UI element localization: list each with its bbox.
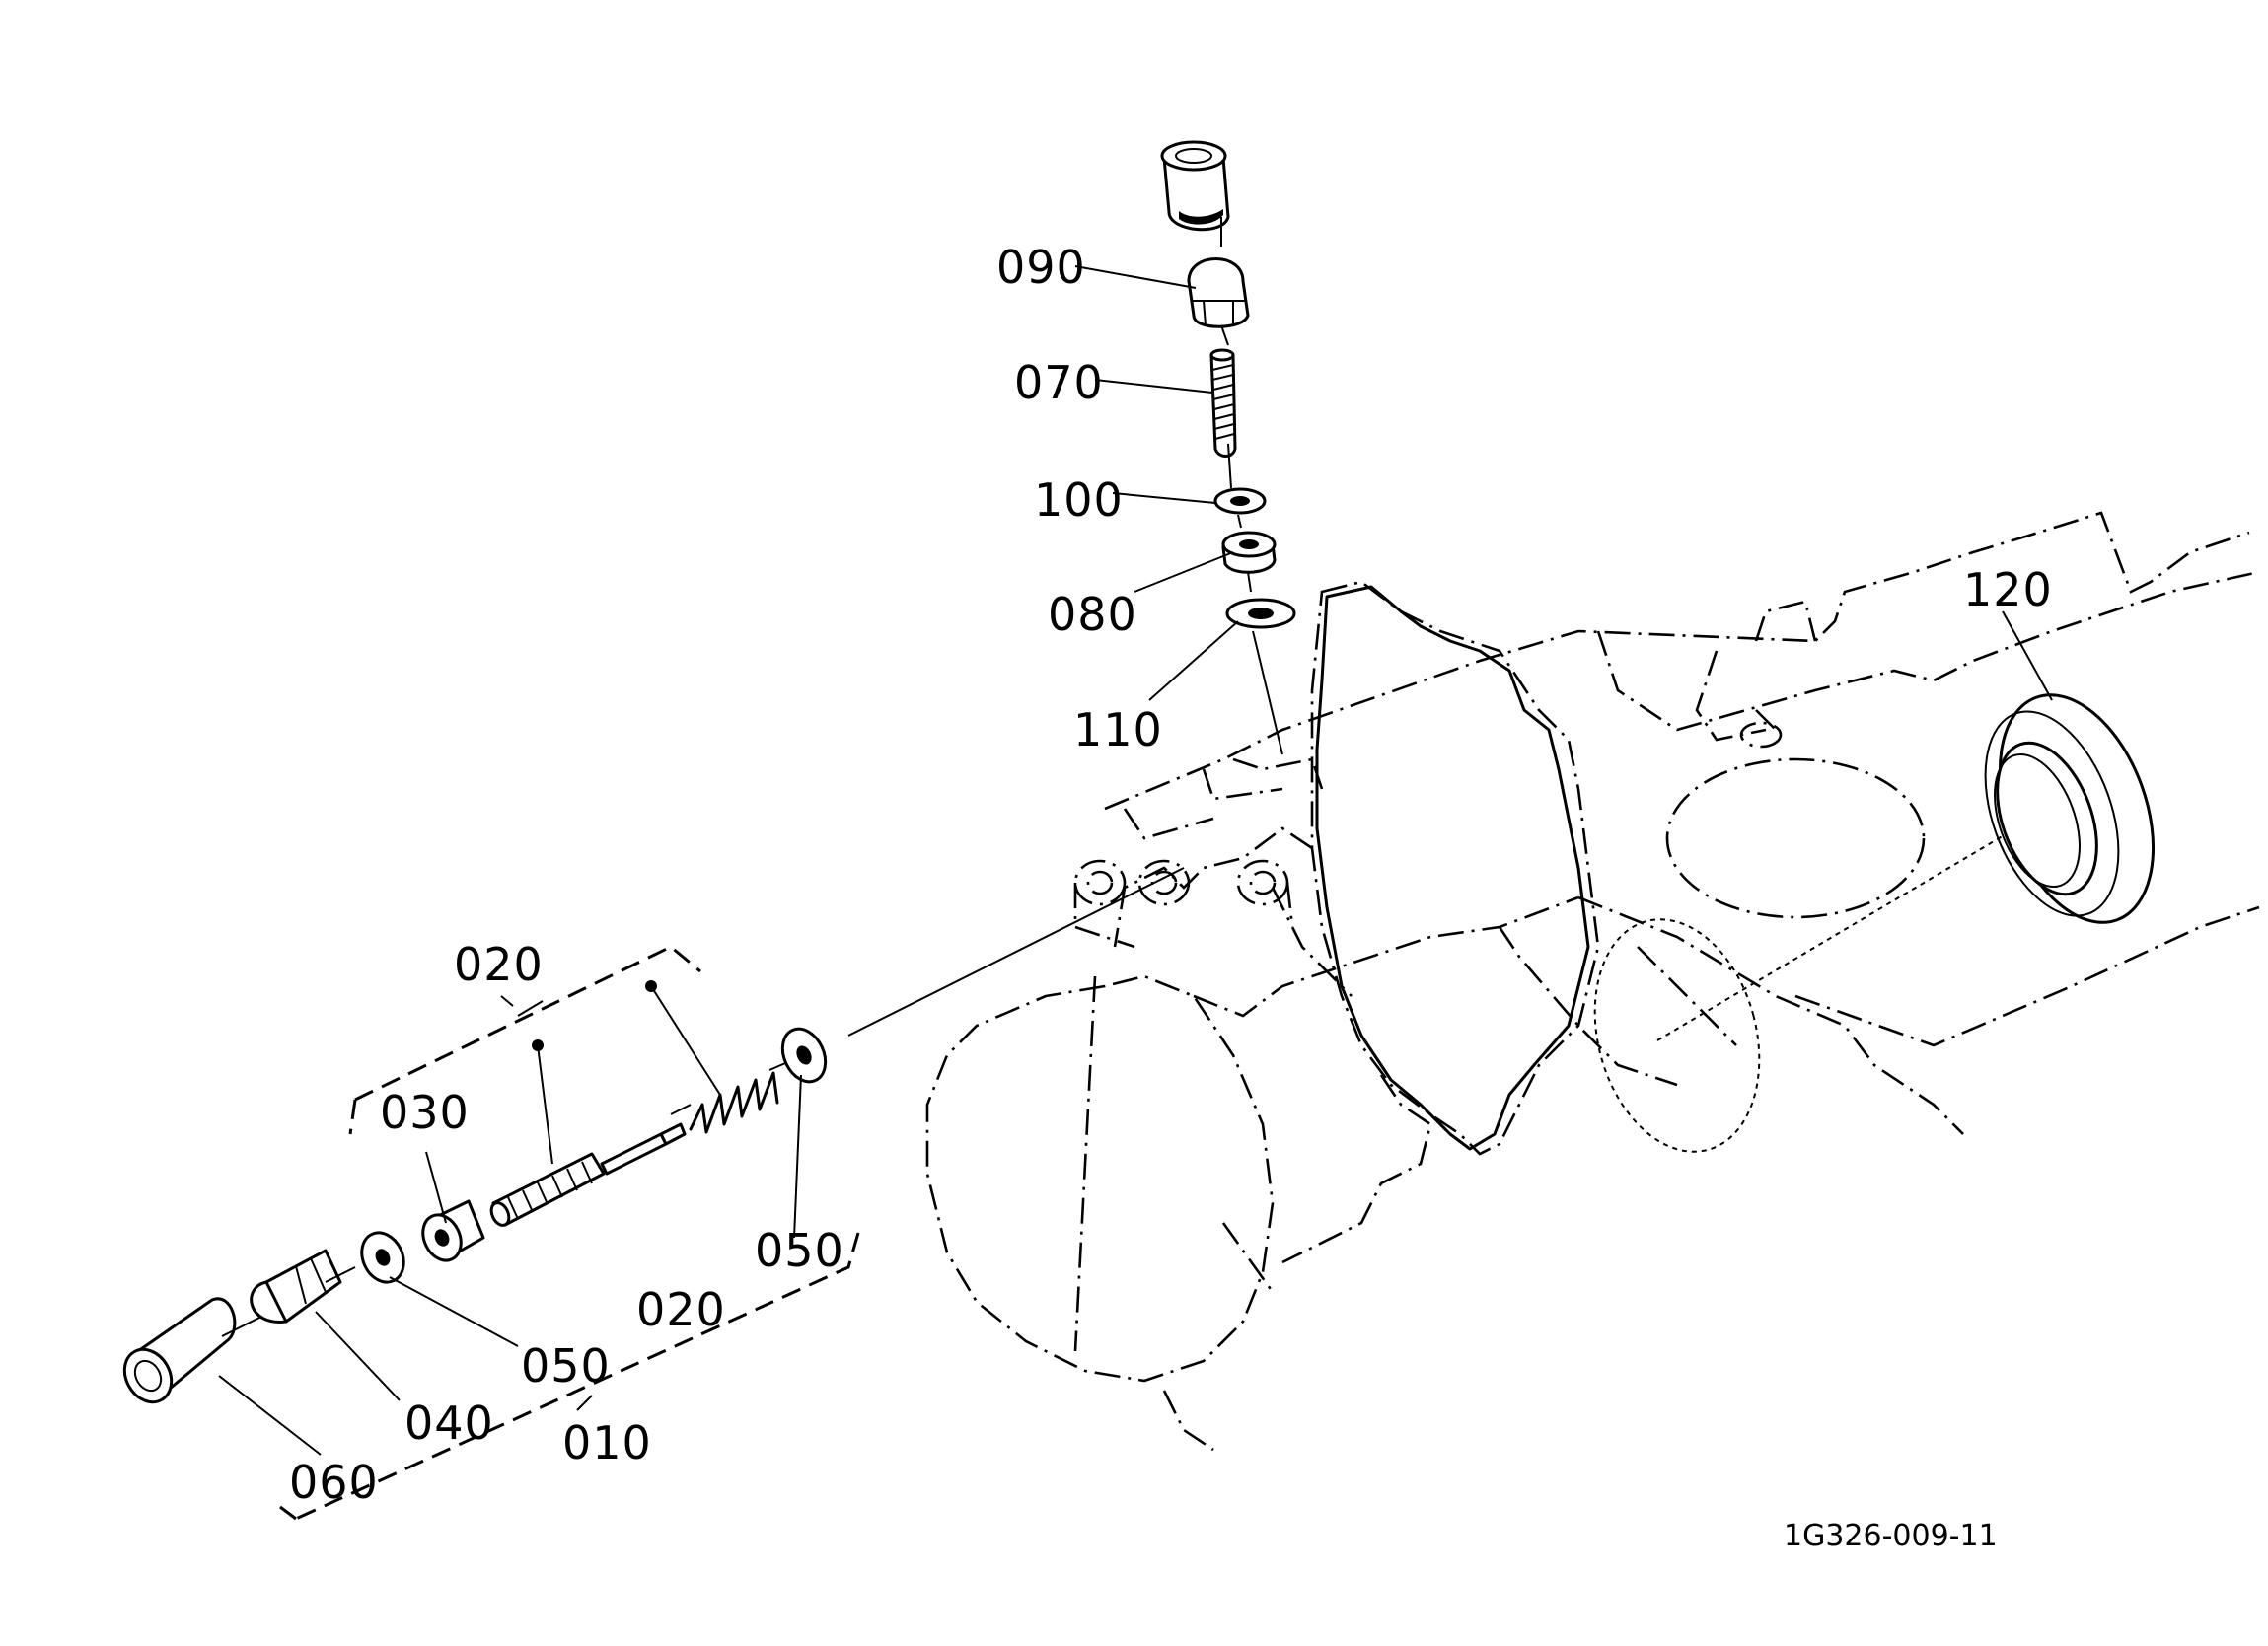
flange-plate [1315,585,1590,1151]
label-050-right: 050 [755,1224,844,1277]
label-080: 080 [1048,588,1137,641]
label-060: 060 [289,1456,379,1509]
lower-part-stack [122,1027,828,1404]
oil-seal [1984,693,2156,924]
leader-lines [218,265,2053,1456]
label-090: 090 [996,241,1086,294]
label-020-bottom: 020 [636,1283,726,1336]
label-040: 040 [404,1396,494,1450]
label-030: 030 [380,1086,470,1139]
label-010: 010 [562,1416,652,1469]
upper-part-stack [1160,140,1296,629]
label-110: 110 [1073,703,1163,756]
drawing-number: 1G326-009-11 [1784,1519,1998,1553]
label-050-left: 050 [521,1339,611,1393]
kit-brackets [275,945,860,1521]
label-120: 120 [1963,563,2053,616]
transmission-housing-outline [925,511,2260,1452]
label-070: 070 [1014,356,1104,409]
label-100: 100 [1034,473,1124,527]
assembly-axis-lines [221,217,2033,1337]
label-020-top: 020 [454,938,544,991]
